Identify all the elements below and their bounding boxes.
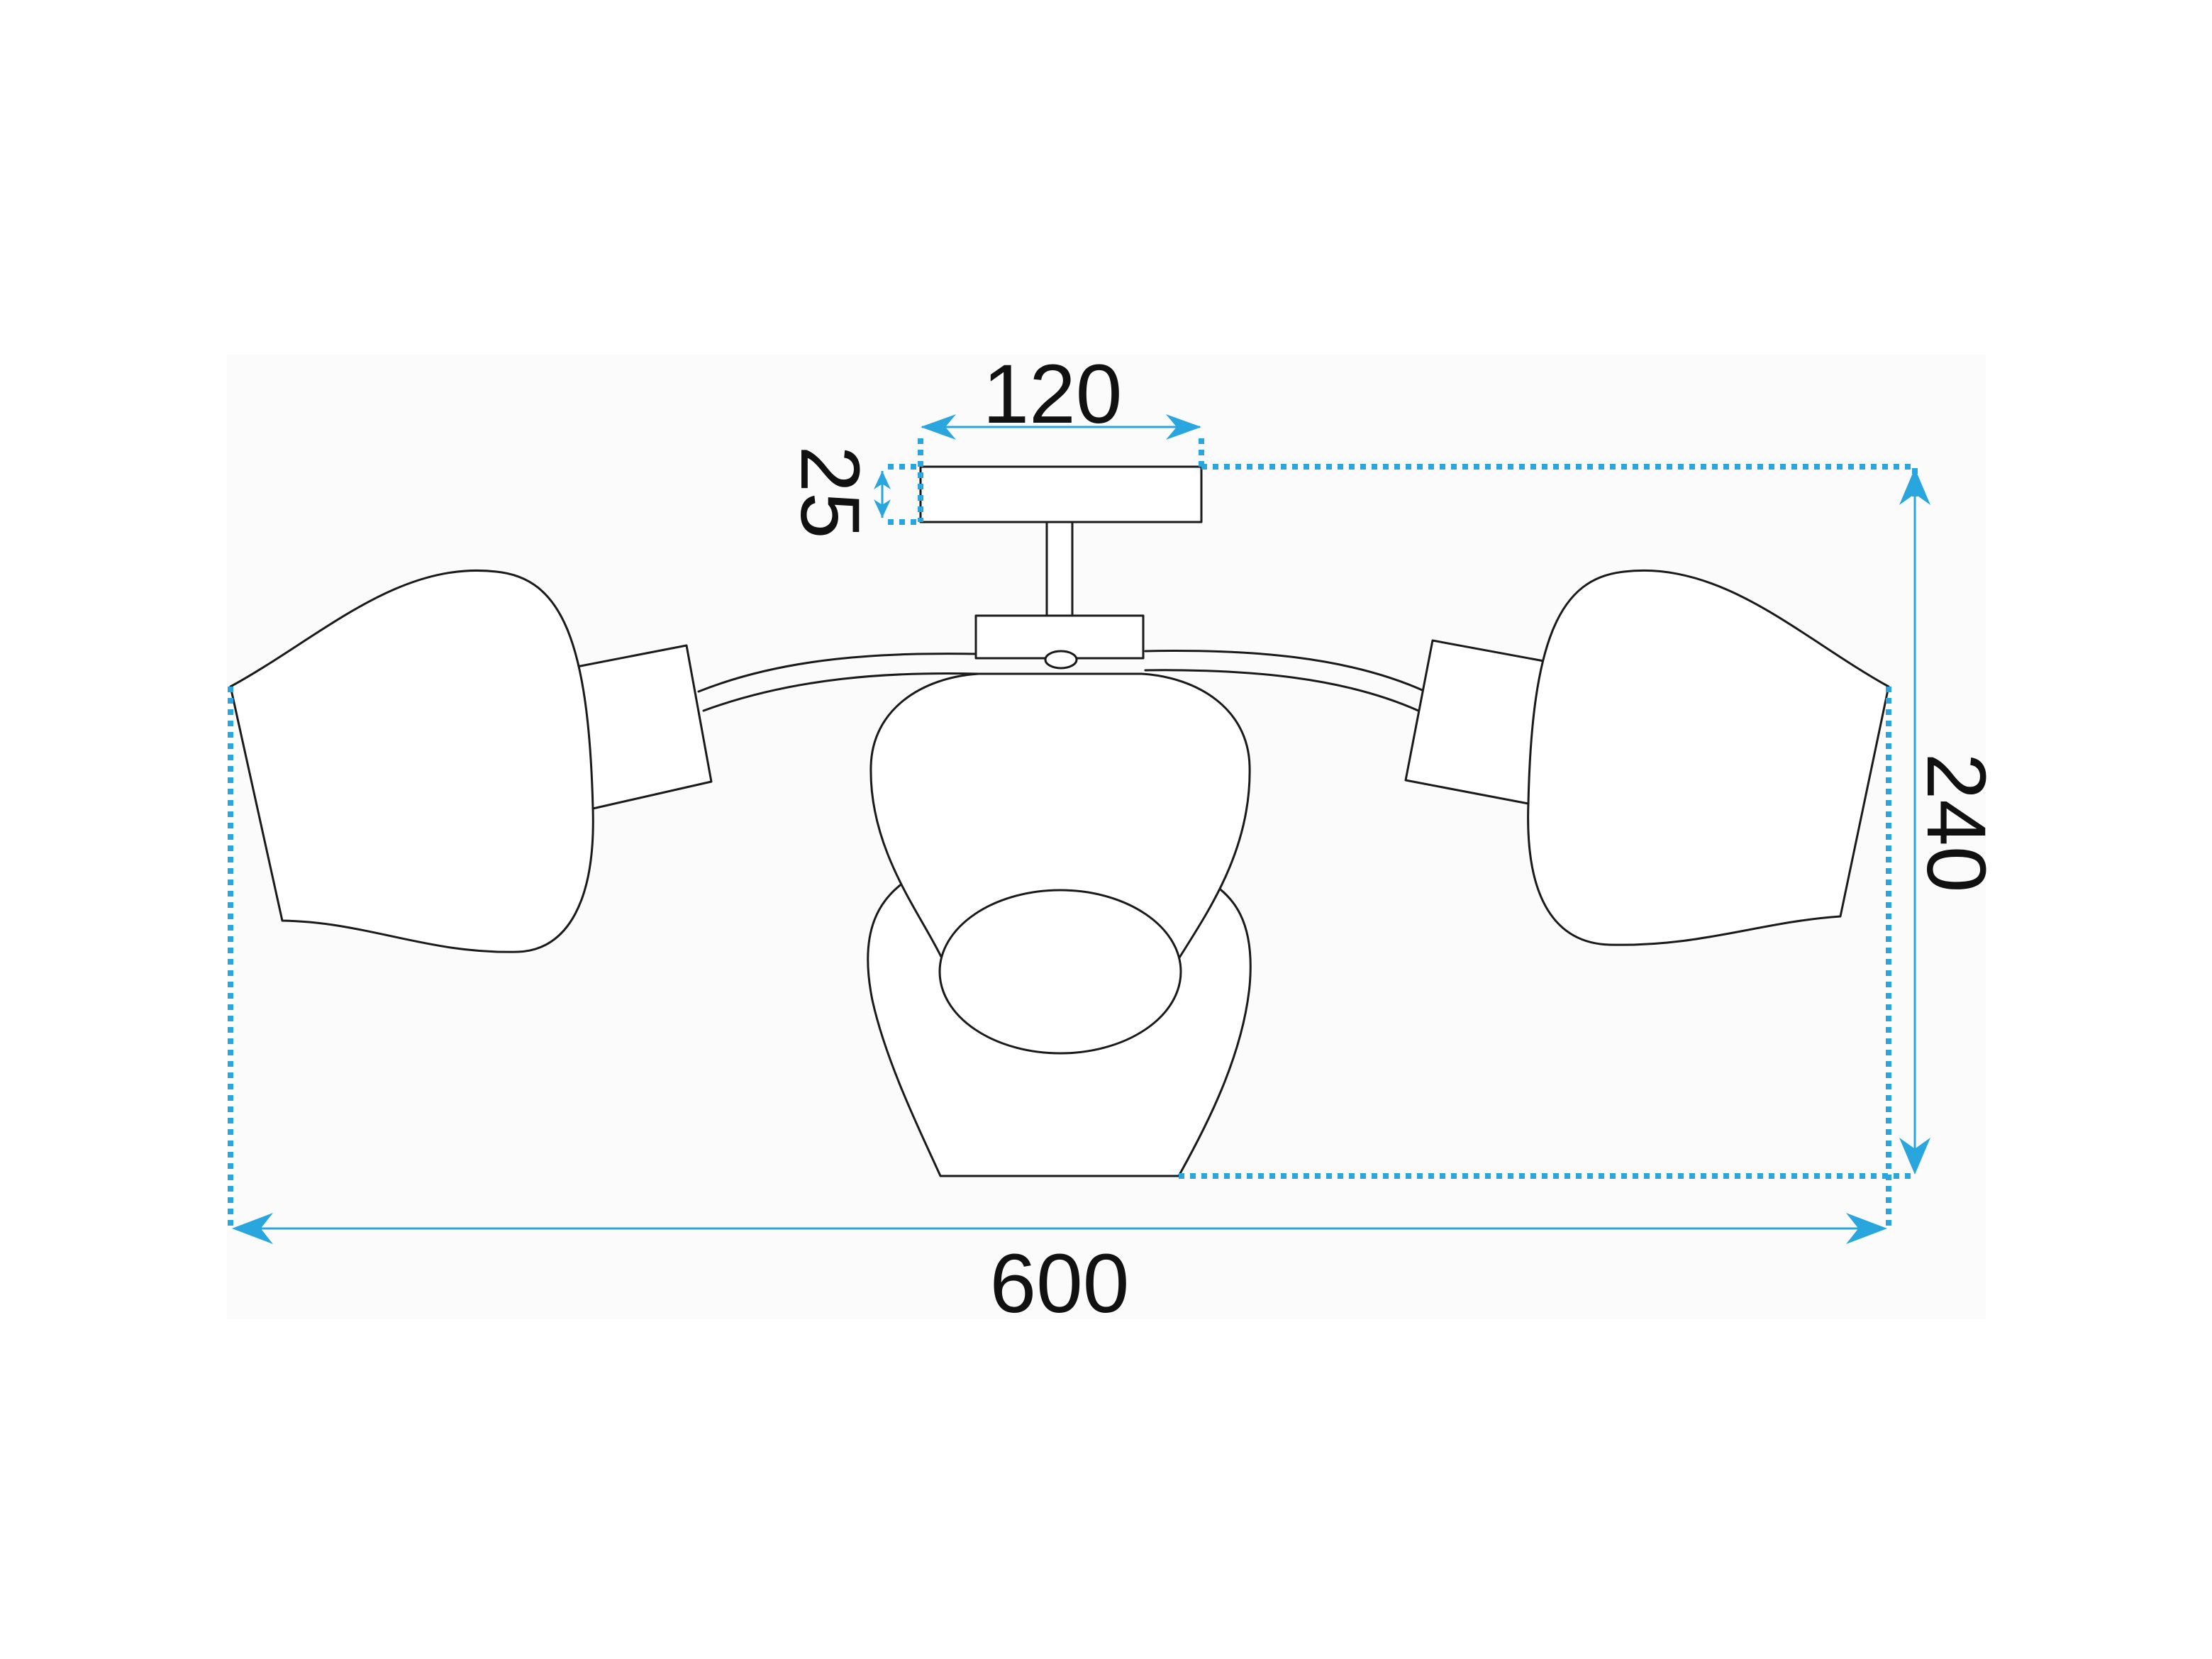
canopy-width-arrow-left <box>921 414 956 440</box>
total-width-arrow-left <box>232 1213 273 1244</box>
lamp-drawing <box>229 465 1890 1177</box>
right-arm-inner <box>1144 669 1420 712</box>
total-height-arrow-top <box>1899 468 1930 505</box>
right-lamp-shade <box>1527 570 1890 946</box>
total-height-arrow-bottom <box>1899 1138 1930 1175</box>
total-width-arrow-right <box>1846 1213 1887 1244</box>
dimension-label-canopy-width: 120 <box>983 348 1123 441</box>
right-arm <box>1144 650 1427 693</box>
dimension-label-canopy-height: 25 <box>783 445 877 538</box>
left-arm-inner <box>702 672 980 712</box>
center-hub-screw <box>1044 650 1078 670</box>
left-lamp-shade <box>229 570 594 953</box>
canopy-width-arrow-right <box>1166 414 1201 440</box>
center-lamp-bulb-opening <box>938 889 1182 1055</box>
center-lamp-front-shade <box>869 672 1251 962</box>
left-arm <box>697 653 980 693</box>
ceiling-canopy <box>919 465 1203 523</box>
dimension-label-total-height: 240 <box>1909 753 2003 893</box>
dimension-label-total-width: 600 <box>990 1237 1130 1331</box>
canopy-height-arrow-top <box>874 471 891 489</box>
dimension-annotations: 120 25 240 600 <box>228 348 2003 1331</box>
stem <box>1045 521 1074 617</box>
canopy-height-arrow-bottom <box>874 499 891 518</box>
dimension-lines <box>228 414 1930 1244</box>
